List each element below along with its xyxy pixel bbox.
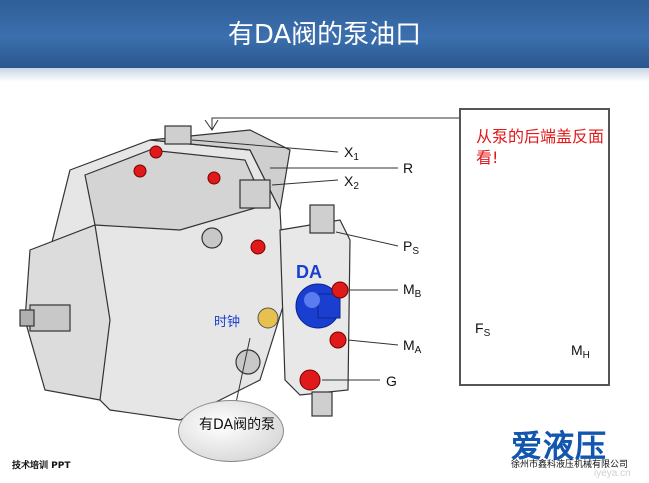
leader-ma [347,339,399,346]
slide-title: 有DA阀的泵油口 [227,20,422,50]
rear-view-inset [459,108,610,386]
callout-text: 有DA阀的泵 [199,417,276,433]
title-stripe [0,68,649,82]
bottom-fitting [311,391,333,417]
label-mh: MH [571,342,590,361]
label-x2: X2 [344,173,359,192]
brand-logo: 爱液压 [511,421,607,466]
port-ma-marker [329,331,347,349]
callout-bubble [178,400,284,462]
arrow-line [211,117,459,130]
da-valve-highlight [304,292,320,308]
leader-x2 [271,179,339,186]
port-g-marker [299,369,321,391]
flange-block [149,129,291,212]
label-fs: FS [475,320,491,339]
callout-pointer [233,337,251,413]
da-valve-label: DA [296,262,322,282]
rotation-label: 时钟 [214,315,241,330]
shaft-end [19,309,35,327]
port-r-marker [133,164,147,178]
title-bar [0,0,649,68]
pump-shaft [29,304,71,332]
port-ps-marker [250,239,266,255]
label-ps: PS [403,238,420,257]
company-name: 徐州市鑫科液压机械有限公司 [511,460,629,470]
label-x1: X1 [344,144,359,163]
drain-plug [235,349,261,375]
label-r: R [403,160,414,176]
rotation-cap [257,307,279,329]
port-x1-marker [149,145,163,159]
port-x2-marker [207,171,221,185]
label-ma: MA [403,337,422,356]
watermark: iyeya.cn [594,468,631,479]
label-mb: MB [403,281,422,300]
leader-ps [335,231,399,247]
leader-x1 [191,139,339,153]
port-mb-marker [331,281,349,299]
ps-fitting [309,204,335,234]
footer-label: 技术培训 PPT [12,461,71,471]
x2-fitting [239,179,271,209]
inset-caption: 从泵的后端盖反面看! [476,127,605,167]
adjust-screw [201,227,223,249]
x1-fitting [164,125,192,145]
label-g: G [386,373,397,389]
